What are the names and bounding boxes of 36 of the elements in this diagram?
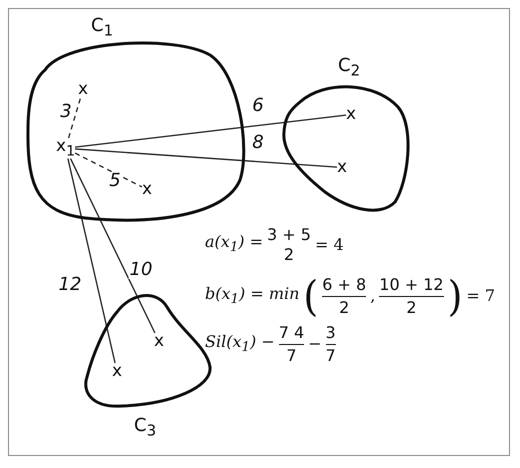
formula-text: , — [370, 288, 376, 304]
numerator: 6 + 8 — [322, 276, 366, 294]
data-point: x — [142, 181, 152, 198]
line — [70, 158, 156, 334]
cluster-label: C$_{3}$ — [134, 416, 156, 440]
data-point: x — [337, 159, 348, 176]
data-point: x — [78, 81, 88, 98]
denominator: 2 — [284, 246, 294, 264]
line — [75, 148, 338, 168]
edge-label: 10 — [128, 261, 154, 279]
numerator: 7 4 — [278, 324, 304, 342]
formula-text: a(x$_{1}$) = — [205, 234, 264, 255]
denominator: 7 — [326, 347, 336, 365]
dashed-line — [74, 152, 142, 188]
formula-text: b(x$_{1}$) = min — [205, 286, 300, 307]
line — [75, 114, 346, 148]
numerator: 3 + 5 — [267, 226, 311, 244]
line — [67, 158, 116, 364]
data-point: x — [346, 106, 356, 123]
cluster-label: C$_{1}$ — [91, 16, 114, 40]
denominator: 7 — [286, 347, 296, 365]
formula-text: − — [308, 336, 322, 352]
numerator: 10 + 12 — [379, 276, 444, 294]
cluster-label: C$_{2}$ — [338, 56, 360, 80]
data-point: x — [112, 363, 122, 380]
formula-text: = 4 — [314, 236, 344, 253]
dashed-line — [68, 98, 82, 138]
formula-text: Sil(x$_{1}$) − — [205, 334, 275, 355]
parenthesis: ) — [448, 275, 462, 318]
parenthesis: ( — [303, 275, 318, 318]
data-point: x$_{1}$ — [56, 138, 76, 159]
denominator: 2 — [339, 299, 350, 317]
denominator: 2 — [406, 299, 417, 317]
data-point: x — [154, 333, 164, 350]
numerator: 3 — [326, 324, 336, 342]
formula-text: = 7 — [466, 288, 496, 304]
